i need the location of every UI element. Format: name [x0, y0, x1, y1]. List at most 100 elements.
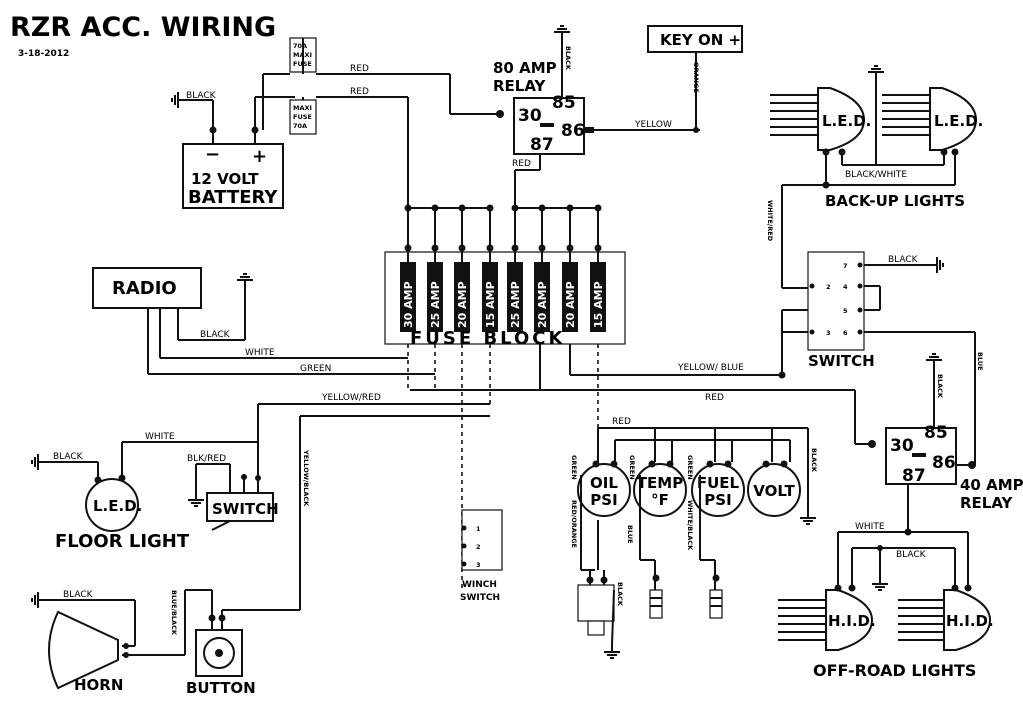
temp-sender: [649, 574, 663, 619]
winch-label-1: WINCH: [462, 580, 497, 590]
relay-80-amp: 30 85 86 87: [513, 93, 585, 155]
svg-text:BLUE: BLUE: [976, 352, 984, 371]
svg-text:BLACK: BLACK: [200, 330, 231, 340]
fuse-label-6: 20 AMP: [536, 281, 549, 328]
ground-icon: [799, 509, 817, 525]
svg-text:86: 86: [932, 453, 956, 473]
gauge-1: [577, 463, 631, 517]
svg-text:BLUE: BLUE: [626, 525, 634, 544]
gauge-3: [691, 463, 745, 517]
diagram-title: RZR ACC. WIRING: [10, 12, 276, 43]
horn-label: HORN: [74, 676, 123, 694]
relay-80-label-2: RELAY: [493, 77, 547, 95]
gauge-unit-3: PSI: [704, 491, 731, 509]
svg-text:BLACK: BLACK: [63, 590, 94, 600]
fuse-label-3: 20 AMP: [456, 281, 469, 328]
svg-text:WHITE: WHITE: [855, 522, 885, 532]
svg-text:ORANGE: ORANGE: [692, 62, 700, 93]
battery: − + 12 VOLT BATTERY: [182, 143, 284, 209]
ground-icon: [187, 491, 205, 507]
winch-switch: 1 2 3: [461, 509, 503, 571]
svg-text:YELLOW/ BLUE: YELLOW/ BLUE: [677, 363, 744, 373]
svg-text:KEY ON +: KEY ON +: [660, 31, 741, 49]
svg-text:YELLOW: YELLOW: [634, 120, 672, 130]
gauge-4: [747, 463, 801, 517]
svg-text:BLACK: BLACK: [53, 452, 84, 462]
svg-text:WHITE/RED: WHITE/RED: [766, 200, 774, 242]
svg-text:RED: RED: [350, 64, 369, 74]
svg-text:YELLOW/BLACK: YELLOW/BLACK: [302, 449, 310, 507]
svg-text:SWITCH: SWITCH: [212, 500, 279, 518]
button-label: BUTTON: [186, 679, 256, 697]
horn-button: [195, 629, 243, 677]
svg-text:L.E.D.: L.E.D.: [934, 112, 983, 130]
main-switch-label: SWITCH: [808, 352, 875, 370]
svg-text:YELLOW/RED: YELLOW/RED: [321, 393, 381, 403]
relay-40-label-2: RELAY: [960, 494, 1014, 512]
svg-text:86: 86: [561, 121, 585, 141]
svg-text:70A: 70A: [293, 122, 307, 130]
relay-80-label-1: 80 AMP: [493, 59, 557, 77]
svg-text:BLK/RED: BLK/RED: [187, 454, 226, 464]
ground-icon: [236, 273, 254, 289]
svg-text:RED: RED: [612, 417, 631, 427]
svg-text:3: 3: [476, 561, 481, 569]
svg-text:BLACK: BLACK: [186, 91, 217, 101]
svg-text:BLACK: BLACK: [616, 582, 624, 607]
svg-text:5: 5: [843, 307, 848, 315]
fuse-4: [482, 262, 498, 332]
svg-text:GREEN: GREEN: [300, 364, 331, 374]
fuse-6: [534, 262, 550, 332]
ground-icon: [553, 25, 571, 41]
relay-40-amp: 30 85 86 87: [885, 423, 957, 486]
svg-text:RADIO: RADIO: [112, 278, 177, 299]
backup-lights-label: BACK-UP LIGHTS: [825, 192, 965, 210]
fuse-5: [507, 262, 523, 332]
fuse-label-1: 30 AMP: [402, 281, 415, 328]
floor-switch: SWITCH: [206, 492, 279, 531]
fuse-7: [562, 262, 578, 332]
svg-text:BLACK: BLACK: [936, 374, 944, 399]
fuse-label-7: 20 AMP: [564, 281, 577, 328]
main-switch: 7 4 2 5 3 6: [807, 251, 865, 351]
gauge-label-1: OIL: [590, 474, 618, 492]
ground-icon: [603, 643, 621, 659]
ground-icon: [925, 353, 943, 369]
fuse-1: [400, 262, 416, 332]
svg-text:MAXI: MAXI: [293, 104, 312, 112]
svg-text:BLACK: BLACK: [810, 448, 818, 473]
svg-text:BLACK: BLACK: [888, 255, 919, 265]
fuel-sender: [709, 574, 723, 619]
svg-text:GREEN: GREEN: [628, 455, 636, 480]
battery-label-1: 12 VOLT: [191, 170, 259, 188]
gauge-label-3: FUEL: [697, 474, 740, 492]
horn: [48, 610, 119, 690]
floor-light-label: FLOOR LIGHT: [55, 531, 190, 552]
offroad-lights-label: OFF-ROAD LIGHTS: [813, 661, 976, 680]
ground-icon: [928, 256, 944, 274]
fuse-8: [590, 262, 606, 332]
main-fuse-bottom: MAXI FUSE 70A: [289, 99, 317, 135]
fuse-2: [427, 262, 443, 332]
svg-text:WHITE: WHITE: [145, 432, 175, 442]
ground-icon: [31, 591, 47, 609]
svg-text:BLACK: BLACK: [896, 550, 927, 560]
gauge-unit-1: PSI: [590, 491, 617, 509]
svg-text:30: 30: [890, 436, 914, 456]
fuse-label-8: 15 AMP: [592, 281, 605, 328]
gauge-unit-2: °F: [651, 491, 669, 509]
fuse-label-5: 25 AMP: [509, 281, 522, 328]
battery-label-2: BATTERY: [188, 187, 278, 208]
svg-text:−: −: [205, 144, 220, 165]
svg-text:RED: RED: [512, 159, 531, 169]
backup-light-left: L.E.D.: [770, 87, 871, 151]
svg-text:H.I.D.: H.I.D.: [828, 612, 876, 630]
backup-light-right: L.E.D.: [882, 87, 983, 151]
svg-text:87: 87: [530, 135, 554, 155]
svg-text:+: +: [252, 146, 267, 167]
svg-text:BLUE/BLACK: BLUE/BLACK: [170, 590, 178, 636]
svg-text:GREEN: GREEN: [570, 455, 578, 480]
svg-text:RED/ORANGE: RED/ORANGE: [570, 500, 578, 548]
svg-text:L.E.D.: L.E.D.: [822, 112, 871, 130]
